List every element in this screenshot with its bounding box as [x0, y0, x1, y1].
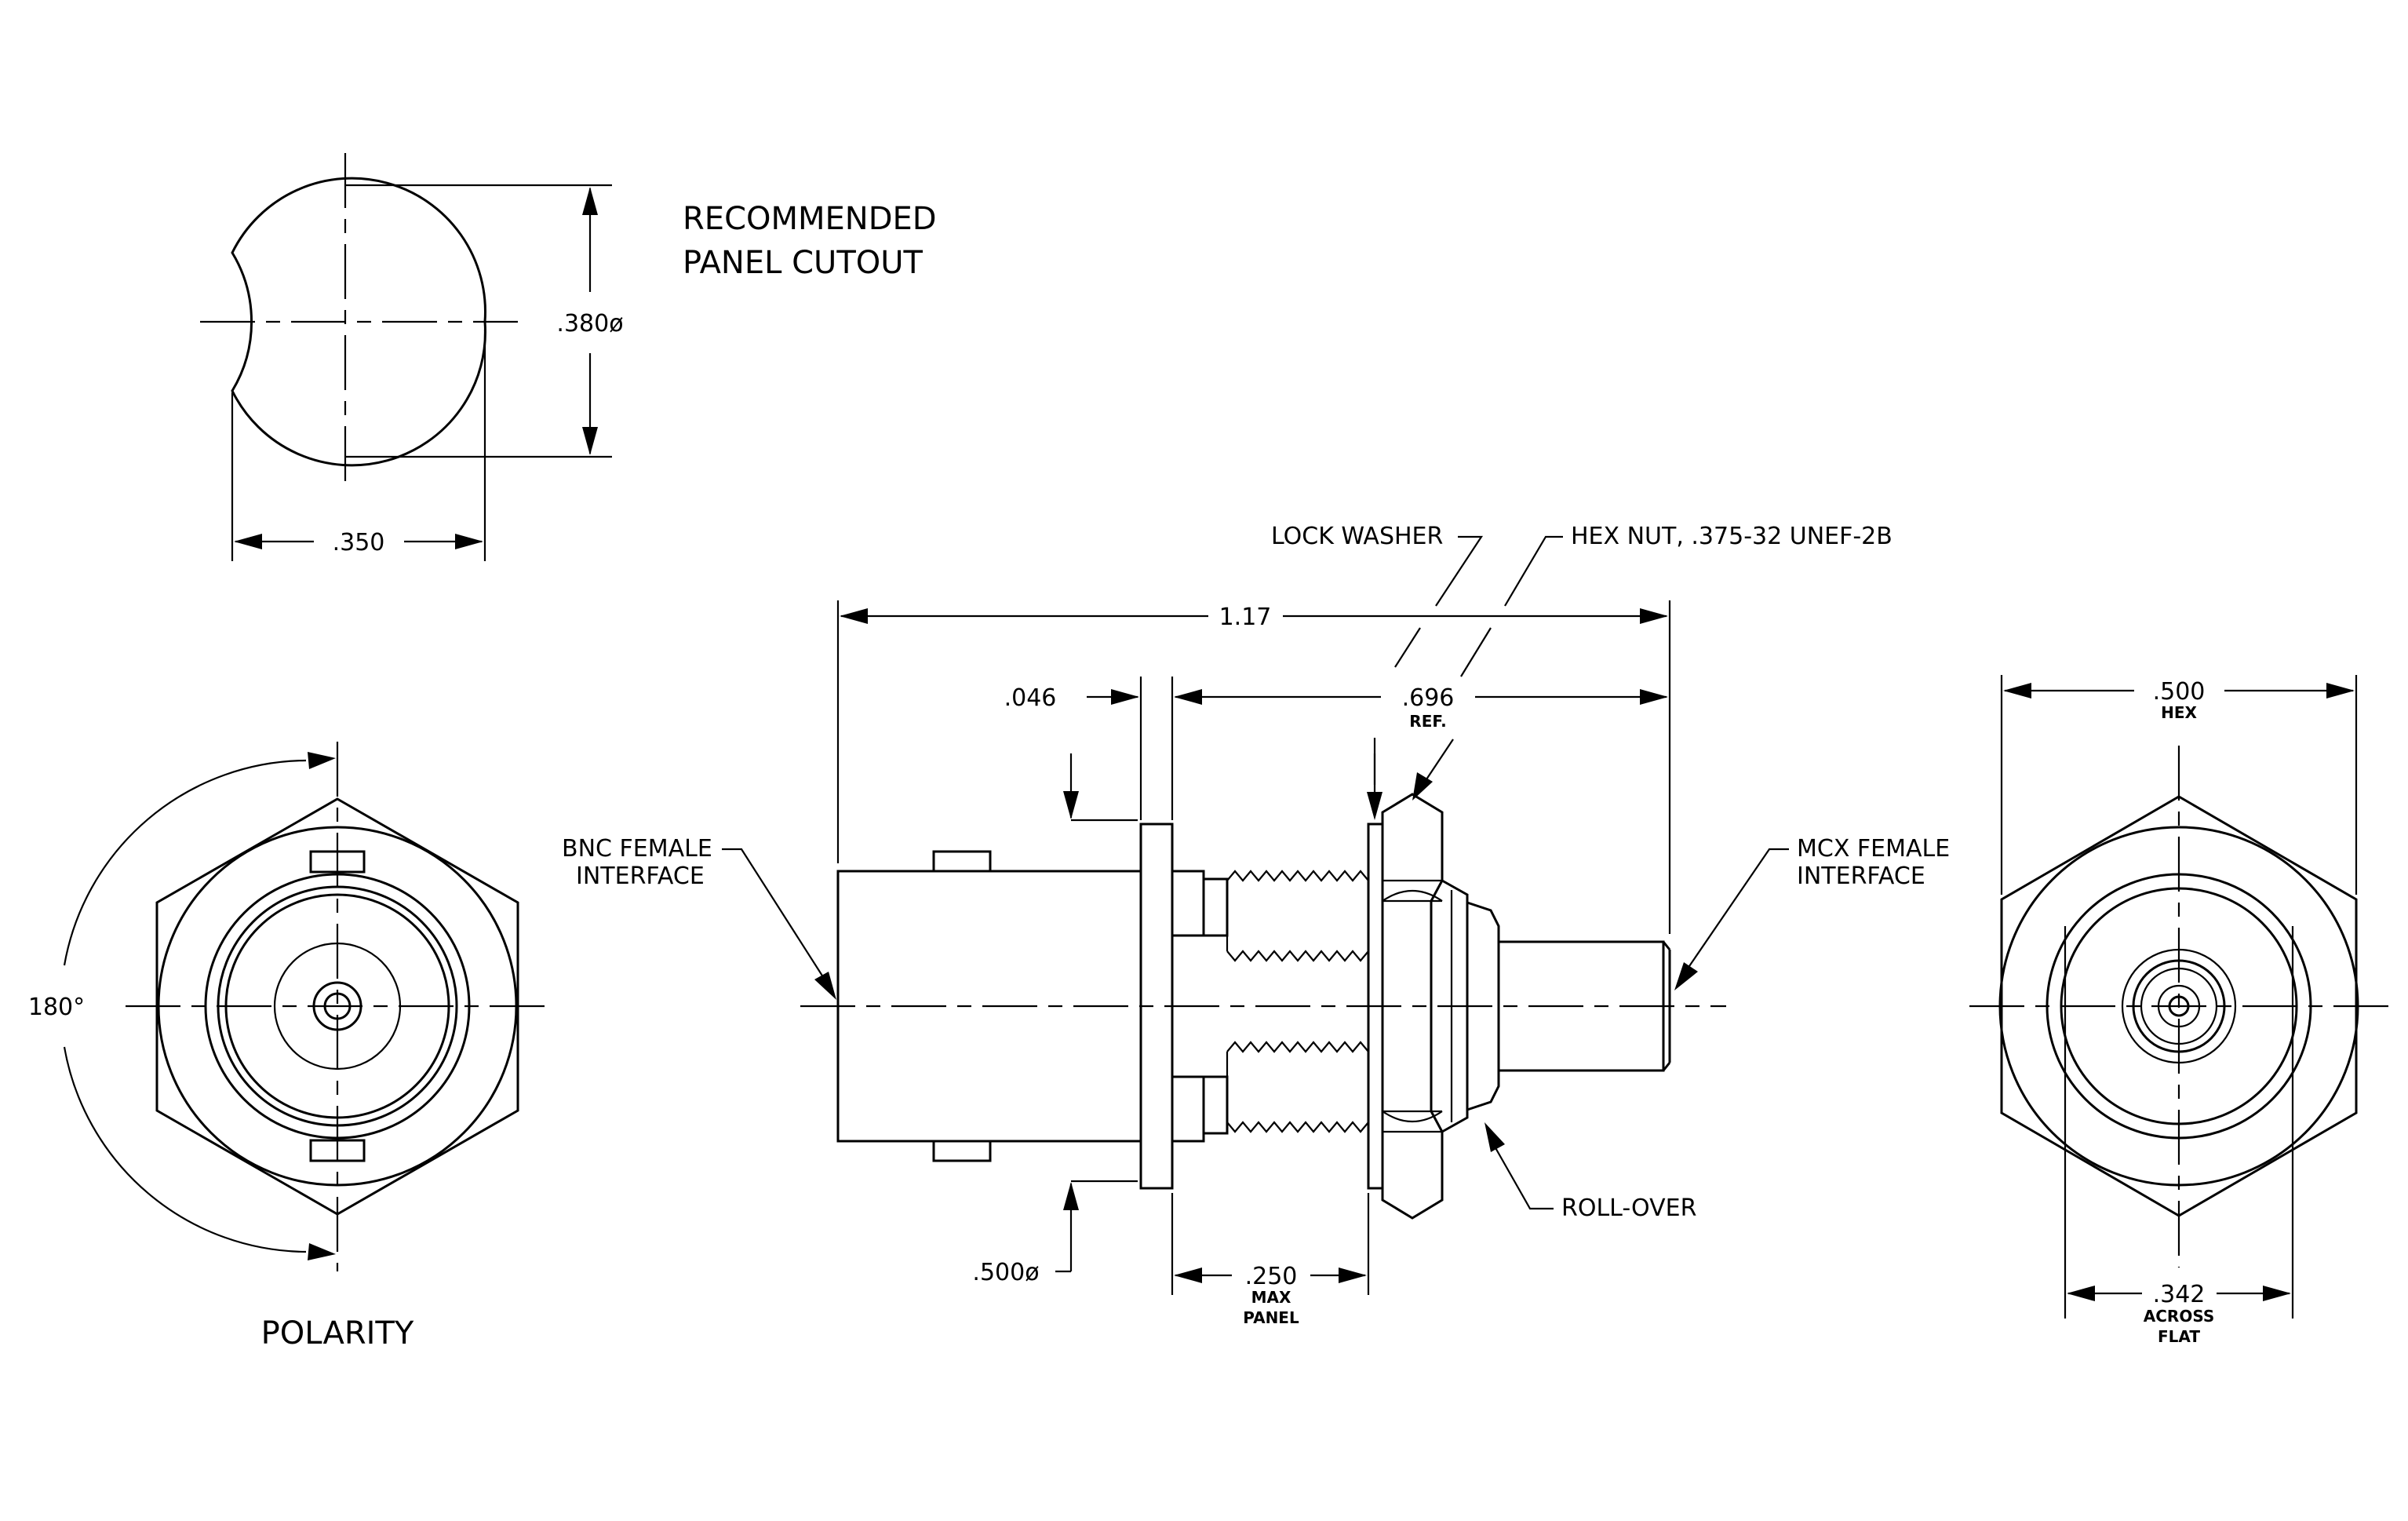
mcx-body	[1497, 940, 1665, 1072]
mcx-label-line1: MCX FEMALE	[1797, 835, 1950, 863]
cutout-title-line2: PANEL CUTOUT	[683, 245, 923, 281]
cutout-outline	[231, 177, 486, 467]
polarity-angle: 180°	[28, 994, 85, 1021]
body-length-note: REF.	[1409, 712, 1446, 731]
thread-upper	[1226, 870, 1369, 962]
panel-cutout-view: .380ø .350 RECOMMENDED PANEL CUTOUT	[200, 153, 937, 561]
panel-thickness-dim: .250	[1245, 1263, 1298, 1290]
body-length-dim: .696	[1402, 684, 1455, 712]
hex-size-note: HEX	[2161, 703, 2197, 722]
roll-over-label: ROLL-OVER	[1561, 1195, 1696, 1222]
side-view: 1.17 .046 .696 REF. .500ø .250 MAX PANEL	[562, 523, 1950, 1327]
end-view: .500 HEX .342 ACROSS FLAT	[1969, 675, 2389, 1346]
hex-size-dim: .500	[2153, 678, 2206, 706]
bnc-label-line2: INTERFACE	[576, 863, 705, 890]
panel-note-panel: PANEL	[1243, 1308, 1299, 1327]
thread-lower	[1226, 1041, 1369, 1133]
body-diameter-dim: .500ø	[972, 1259, 1039, 1286]
flat-size-dim: .342	[2153, 1281, 2206, 1308]
lock-washer-label: LOCK WASHER	[1271, 523, 1443, 550]
polarity-view: 180° POLARITY	[28, 742, 549, 1351]
flange	[1139, 823, 1174, 1190]
overall-length-dim: 1.17	[1219, 604, 1272, 631]
cutout-width-dim: .350	[333, 529, 385, 556]
flange-thickness-dim: .046	[1004, 684, 1057, 712]
flat-note-flat: FLAT	[2158, 1327, 2200, 1346]
cutout-height-dim: .380ø	[556, 310, 623, 337]
hex-nut-label: HEX NUT, .375-32 UNEF-2B	[1571, 523, 1893, 550]
flat-note-across: ACROSS	[2144, 1307, 2214, 1326]
cutout-title-line1: RECOMMENDED	[683, 201, 937, 237]
bnc-label-line1: BNC FEMALE	[562, 835, 712, 863]
polarity-title: POLARITY	[261, 1315, 414, 1351]
mcx-label-line2: INTERFACE	[1797, 863, 1925, 890]
panel-note-max: MAX	[1251, 1288, 1291, 1307]
